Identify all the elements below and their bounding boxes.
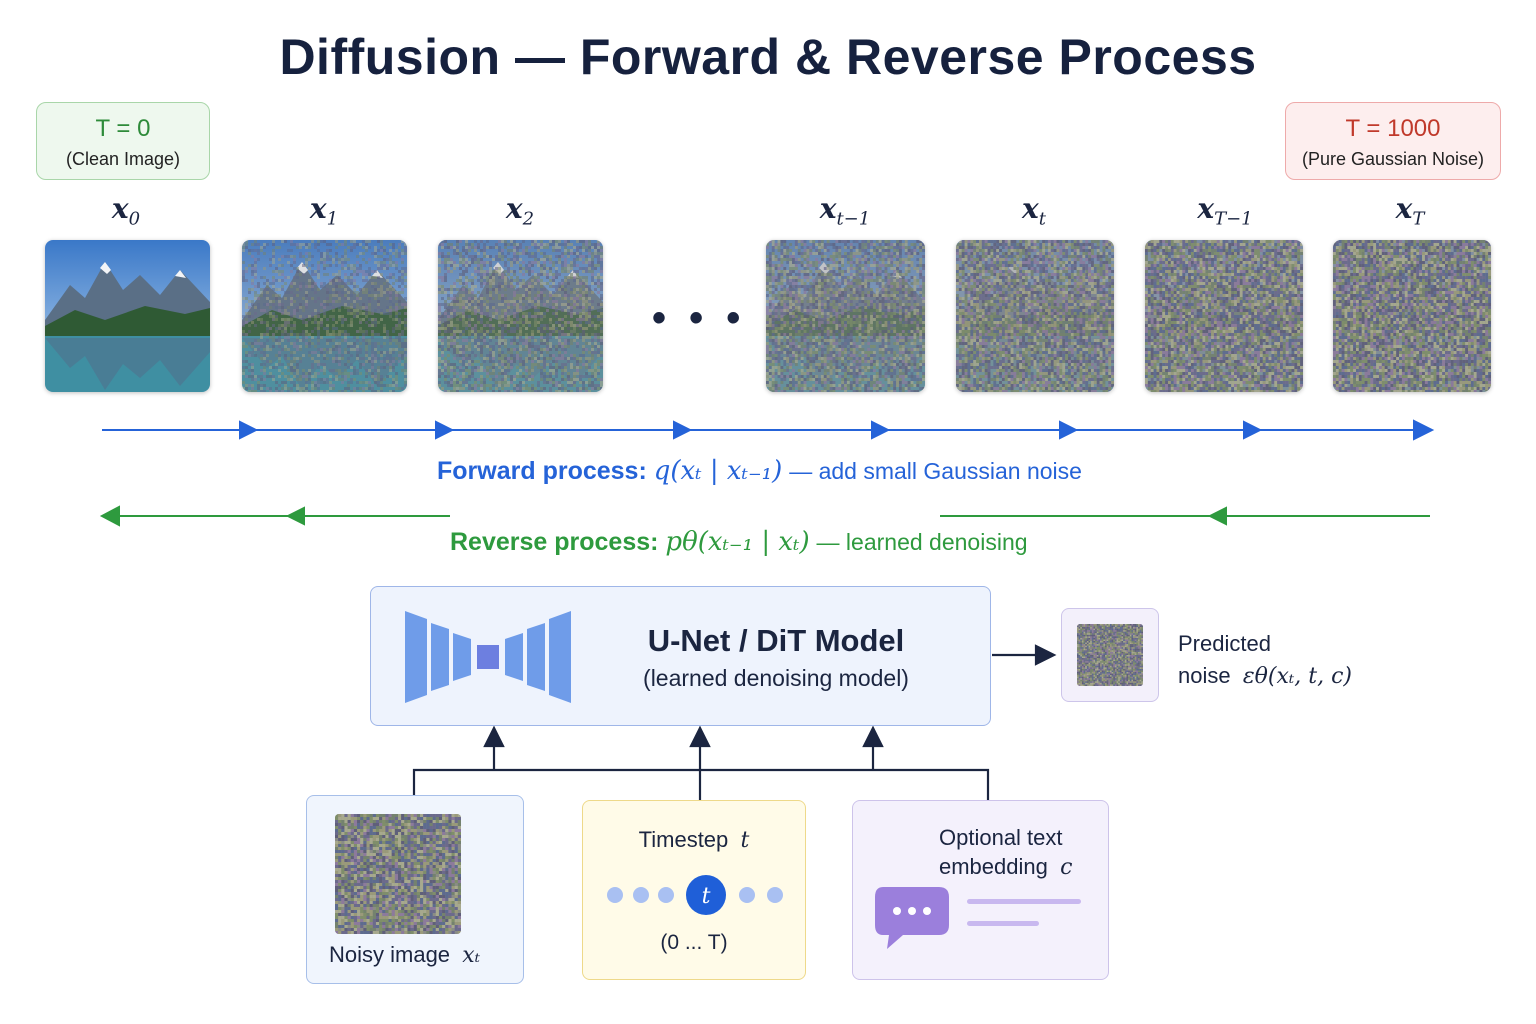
model-subtitle: (learned denoising model) [643, 665, 909, 691]
forward-process-description: — add small Gaussian noise [789, 458, 1082, 484]
frame-label-x0: x0 [111, 192, 141, 230]
reverse-process-description: — learned denoising [816, 529, 1028, 555]
predicted-noise-line1: Predicted [1178, 631, 1271, 656]
end-tag-caption: (Pure Gaussian Noise) [1301, 149, 1485, 169]
start-tag-caption: (Clean Image) [65, 149, 181, 169]
predicted-noise-image [1077, 624, 1143, 686]
timestep-title: Timestep t [638, 827, 750, 853]
timestep-slider-icon: t [607, 875, 783, 915]
frame-label-x1: x1 [309, 192, 339, 230]
start-tag: T = 0 (Clean Image) [36, 102, 210, 180]
reverse-arrow [99, 505, 1430, 527]
frame-label-x2: x2 [505, 192, 535, 230]
end-tag: T = 1000 (Pure Gaussian Noise) [1285, 102, 1501, 180]
start-tag-label: T = 0 [95, 115, 151, 142]
text-embedding-title: Optional text embedding c [939, 825, 1073, 880]
image-xT [1333, 240, 1491, 392]
chat-bubble-icon [875, 887, 949, 949]
predicted-noise-caption: Predicted noise εθ(xₜ, t, c) [1178, 628, 1352, 693]
text-lines-icon [967, 899, 1081, 926]
model-title: U-Net / DiT Model [647, 623, 905, 658]
frame-label-xT: xT [1395, 192, 1425, 230]
timestep-input: Timestep t t (0 ... T) [582, 800, 806, 980]
unet-icon [405, 611, 571, 703]
frame-label-xt: xt [1022, 192, 1046, 230]
image-xt [956, 240, 1114, 392]
timestep-range: (0 ... T) [660, 931, 728, 954]
forward-process-caption: Forward process: q(xₜ | xₜ₋₁) — add smal… [437, 456, 1082, 486]
frame-label-xt-minus-1: xt−1 [819, 192, 871, 230]
image-xt-minus-1 [766, 240, 925, 392]
image-x1 [242, 240, 407, 392]
text-embedding-input: Optional text embedding c [852, 800, 1109, 980]
forward-process-label: Forward process: [437, 457, 647, 485]
reverse-process-equation: pθ(xₜ₋₁ | xₜ) [665, 527, 810, 557]
noisy-image-caption: Noisy image xₜ [329, 942, 481, 968]
page-title: Diffusion — Forward & Reverse Process [279, 29, 1257, 85]
ellipsis: • • • [652, 296, 747, 340]
image-xT-minus-1 [1145, 240, 1303, 392]
predicted-noise-line2: noise [1178, 663, 1231, 688]
noisy-image-thumbnail [335, 814, 461, 934]
reverse-process-label: Reverse process: [450, 528, 659, 556]
predicted-noise-box [1061, 608, 1159, 702]
model-box: U-Net / DiT Model (learned denoising mod… [370, 586, 991, 726]
image-x0 [45, 240, 210, 392]
end-tag-label: T = 1000 [1345, 115, 1441, 142]
forward-arrow [102, 419, 1435, 441]
noisy-image-input: Noisy image xₜ [306, 795, 524, 984]
image-x2 [438, 240, 603, 392]
predicted-noise-equation: εθ(xₜ, t, c) [1242, 664, 1353, 689]
reverse-process-caption: Reverse process: pθ(xₜ₋₁ | xₜ) — learned… [450, 527, 1028, 557]
forward-process-equation: q(xₜ | xₜ₋₁) [653, 456, 783, 486]
frame-label-xT-minus-1: xT−1 [1197, 192, 1253, 230]
